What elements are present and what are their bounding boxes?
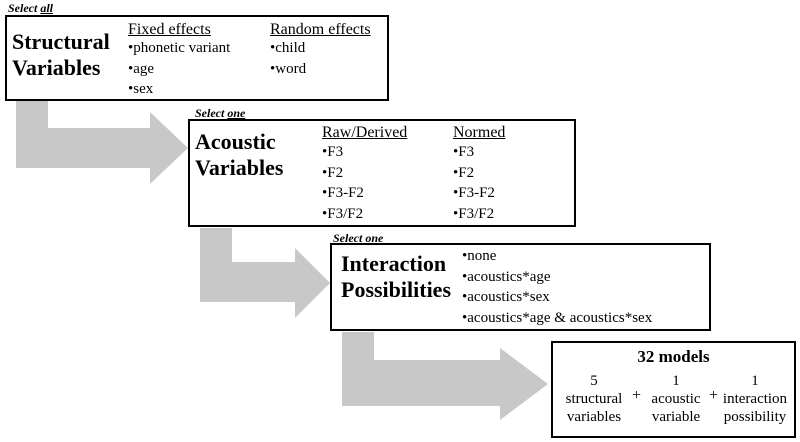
- list-item: •F3/F2: [453, 205, 495, 222]
- interaction-possibilities-box: Interaction Possibilities •none •acousti…: [330, 243, 711, 331]
- structural-title: Structural Variables: [12, 29, 110, 80]
- list-item: •sex: [128, 81, 154, 97]
- interaction-list: •none •acoustics*age •acoustics*sex •aco…: [462, 246, 652, 328]
- list-item: •F3/F2: [322, 205, 364, 222]
- arrow-interaction-to-summary: [342, 332, 548, 420]
- acoustic-variables-box: Acoustic Variables Raw/Derived •F3 •F2 •…: [188, 119, 576, 227]
- raw-derived-header: Raw/Derived: [322, 124, 408, 141]
- summary-interaction: 1 interaction possibility: [722, 373, 788, 425]
- fixed-effects-list: •phonetic variant •age •sex: [128, 38, 230, 100]
- list-item: •none: [462, 248, 497, 264]
- raw-derived-list: •F3 •F2 •F3-F2 •F3/F2: [322, 142, 364, 224]
- list-item: •F3: [453, 144, 475, 160]
- summary-box: 32 models 5 structural variables + 1 aco…: [551, 341, 796, 438]
- list-item: •acoustics*age & acoustics*sex: [462, 309, 653, 326]
- summary-acoustic: 1 acoustic variable: [651, 373, 701, 425]
- normed-header: Normed: [453, 124, 506, 141]
- list-item: •child: [270, 40, 306, 56]
- random-effects-list: •child •word: [270, 38, 306, 79]
- plus-sign: +: [709, 387, 719, 404]
- list-item: •phonetic variant: [128, 40, 231, 56]
- summary-title: 32 models: [637, 347, 710, 366]
- list-item: •F3-F2: [322, 185, 364, 201]
- random-effects-header: Random effects: [270, 21, 371, 38]
- interaction-select-label: Select one: [333, 231, 384, 245]
- arrow-acoustic-to-interaction: [200, 228, 330, 318]
- arrow-structural-to-acoustic: [16, 101, 188, 184]
- list-item: •acoustics*sex: [462, 289, 550, 305]
- acoustic-select-label: Select one: [195, 106, 246, 120]
- structural-variables-box: Structural Variables Fixed effects •phon…: [5, 15, 389, 101]
- structural-select-label: Select all: [8, 1, 53, 15]
- list-item: •acoustics*age: [462, 268, 551, 285]
- acoustic-title: Acoustic Variables: [195, 129, 284, 180]
- interaction-title: Interaction Possibilities: [341, 251, 452, 302]
- list-item: •F2: [322, 164, 344, 181]
- list-item: •age: [128, 60, 155, 77]
- list-item: •word: [270, 60, 307, 77]
- summary-structural: 5 structural variables: [565, 373, 623, 425]
- list-item: •F2: [453, 164, 475, 181]
- fixed-effects-header: Fixed effects: [128, 21, 211, 38]
- list-item: •F3: [322, 144, 344, 160]
- plus-sign: +: [632, 387, 642, 404]
- normed-list: •F3 •F2 •F3-F2 •F3/F2: [453, 142, 495, 224]
- list-item: •F3-F2: [453, 185, 495, 201]
